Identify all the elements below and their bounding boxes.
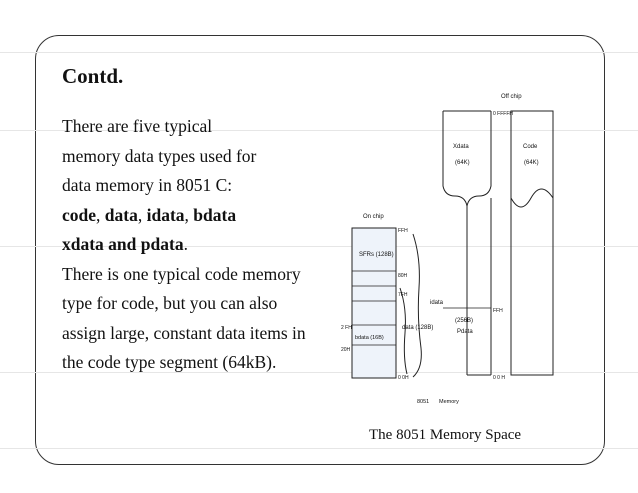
code-label: Code (523, 144, 538, 150)
ffffh-label: 0 FFFFH (493, 111, 513, 117)
code-size-label: (64K) (524, 160, 539, 166)
slide-body: There are five typical memory data types… (62, 112, 324, 378)
slide-frame (35, 35, 605, 465)
pdata-0h-label: 0 0 H (493, 375, 505, 381)
keyword-xdata-pdata: xdata and pdata (62, 234, 184, 254)
memory-label: Memory (439, 399, 459, 405)
on-chip-memory-block (351, 227, 397, 379)
paragraph-data-types: There are five typical memory data types… (62, 112, 324, 260)
xdata-column-right (466, 111, 492, 207)
off-chip-label: Off chip (501, 94, 522, 100)
memory-map-diagram: Off chip 0 FFFFH Xdata (64K) Code (64K) … (341, 94, 554, 405)
keyword-bdata: bdata (193, 204, 237, 225)
keyword-idata: idata (146, 204, 185, 225)
grid-line (0, 246, 638, 247)
xdata-label: Xdata (453, 144, 469, 150)
separator: . (183, 234, 188, 254)
text-line: data memory in 8051 C: (62, 175, 233, 195)
grid-line (0, 448, 638, 449)
code-column (510, 110, 554, 376)
pdata-size-label: (256B) (455, 318, 473, 324)
separator: , (184, 204, 194, 225)
7fh-label: 7FH (398, 292, 408, 298)
20h-label: 20H (341, 347, 351, 353)
slide-title: Contd. (62, 64, 124, 88)
keyword-data: data (104, 204, 138, 225)
2fh-label: 2 FH (341, 325, 352, 331)
text-line: memory data types used for (62, 145, 257, 166)
data-bracket (399, 287, 408, 375)
pdata-ffh-label: FFH (493, 308, 503, 314)
grid-line (0, 52, 638, 53)
paragraph-code-memory: There is one typical code memory type fo… (62, 263, 306, 373)
00h-label: 0 0H (398, 375, 409, 381)
on-chip-label: On chip (363, 214, 384, 220)
80h-label: 80H (398, 273, 408, 279)
8051-label: 8051 (417, 399, 429, 405)
grid-line (0, 130, 638, 131)
ffh-label: FFH (398, 228, 408, 234)
xdata-column-left (442, 111, 468, 375)
xdata-size-label: (64K) (455, 160, 470, 166)
grid-line (0, 372, 638, 373)
diagram-caption: The 8051 Memory Space (369, 427, 522, 443)
idata-label: idata (430, 300, 444, 306)
separator: , (96, 204, 105, 225)
text-line: There are five typical (62, 116, 213, 136)
sfrs-label: SFRs (128B) (359, 252, 394, 258)
separator: , (137, 204, 147, 225)
keyword-code: code (62, 204, 97, 225)
bdata-label: bdata (16B) (355, 335, 384, 341)
data-label: data (128B) (402, 325, 433, 331)
code-column-break (510, 188, 554, 208)
idata-bracket (412, 233, 422, 378)
pdata-label: Pdata (457, 329, 473, 335)
